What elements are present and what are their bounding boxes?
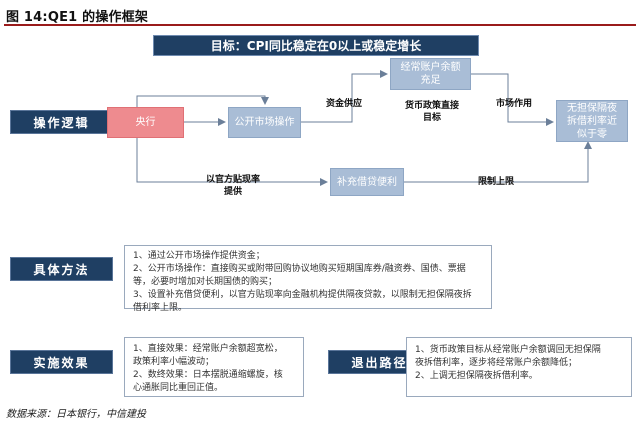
- node-current-account-line1: 经常账户余额: [400, 62, 461, 73]
- edge-label-market-effect: 市场作用: [495, 99, 532, 109]
- exit-line-1: 1、货币政策目标从经常账户余额调回无担保隔: [415, 345, 601, 355]
- node-overnight-rate-line2: 拆借利率近: [567, 115, 617, 127]
- methods-line-1: 1、通过公开市场操作提供资金；: [133, 251, 265, 261]
- effects-line-4: 心通胀同比重回正值。: [133, 383, 224, 393]
- goal-banner: 目标：CPI同比稳定在0以上或稳定增长: [153, 35, 479, 56]
- effects-line-1: 1、直接效果：经常账户余额超宽松，: [133, 344, 283, 354]
- methods-panel: 1、通过公开市场操作提供资金； 2、公开市场操作：直接购买或附带回购协议地购买短…: [124, 245, 492, 313]
- node-overnight-rate-line3: 似于零: [577, 128, 607, 140]
- methods-line-4: 3、设置补充借贷便利，以官方贴现率向金融机构提供隔夜贷款，以限制无担保隔夜拆: [133, 290, 472, 300]
- source-footer: 数据来源：日本银行，中信建投: [6, 409, 146, 420]
- arrow-lending-to-rate: [404, 141, 592, 183]
- arrow-cb-top-branch: [136, 95, 269, 107]
- exit-panel: 1、货币政策目标从经常账户余额调回无担保隔 夜拆借利率，逐步将经常账户余额降低；…: [406, 337, 632, 397]
- edge-label-ceiling: 限制上限: [477, 177, 514, 187]
- node-overnight-rate-line1: 无担保隔夜: [567, 102, 617, 114]
- exit-line-3: 2、上调无担保隔夜拆借利率。: [415, 371, 538, 381]
- section-label-logic: 操作逻辑: [10, 110, 113, 134]
- node-supplementary-lending: 补充借贷便利: [330, 168, 404, 196]
- edge-label-policy-target: 货币政策直接 目标: [394, 100, 470, 124]
- edge-label-official-discount-line2: 提供: [223, 187, 242, 197]
- edge-label-official-discount-line1: 以官方贴现率: [205, 175, 260, 185]
- title-divider: [4, 24, 636, 26]
- effects-line-2: 政策利率小幅波动；: [133, 357, 215, 367]
- edge-label-official-discount: 以官方贴现率 提供: [196, 174, 270, 198]
- edge-label-policy-target-line1: 货币政策直接: [404, 101, 459, 111]
- node-current-account: 经常账户余额 充足: [390, 58, 471, 90]
- section-label-methods: 具体方法: [10, 257, 113, 281]
- arrow-open-market-to-current-account: [301, 70, 388, 123]
- methods-line-5: 借利率上限。: [133, 303, 188, 313]
- node-central-bank: 央行: [107, 107, 184, 138]
- arrow-current-account-to-rate: [471, 73, 554, 126]
- figure-title: 图 14:QE1 的操作框架: [6, 10, 149, 25]
- node-current-account-line2: 充足: [420, 75, 441, 86]
- methods-line-3: 等，必要时增加对长期国债的购买；: [133, 277, 278, 287]
- effects-panel: 1、直接效果：经常账户余额超宽松， 政策利率小幅波动； 2、数终效果：日本摆脱通…: [124, 337, 304, 397]
- arrow-cb-to-lending: [136, 138, 328, 186]
- methods-line-2: 2、公开市场操作：直接购买或附带回购协议地购买短期国库券/融资券、国债、票据: [133, 264, 466, 274]
- node-open-market: 公开市场操作: [228, 107, 301, 138]
- effects-line-3: 2、数终效果：日本摆脱通缩螺旋，核: [133, 370, 283, 380]
- edge-label-policy-target-line2: 目标: [422, 113, 441, 123]
- exit-line-2: 夜拆借利率，逐步将经常账户余额降低；: [415, 358, 578, 368]
- section-label-effects: 实施效果: [10, 350, 113, 374]
- node-overnight-rate: 无担保隔夜 拆借利率近 似于零: [556, 100, 628, 142]
- edge-label-fund-supply: 资金供应: [325, 99, 362, 109]
